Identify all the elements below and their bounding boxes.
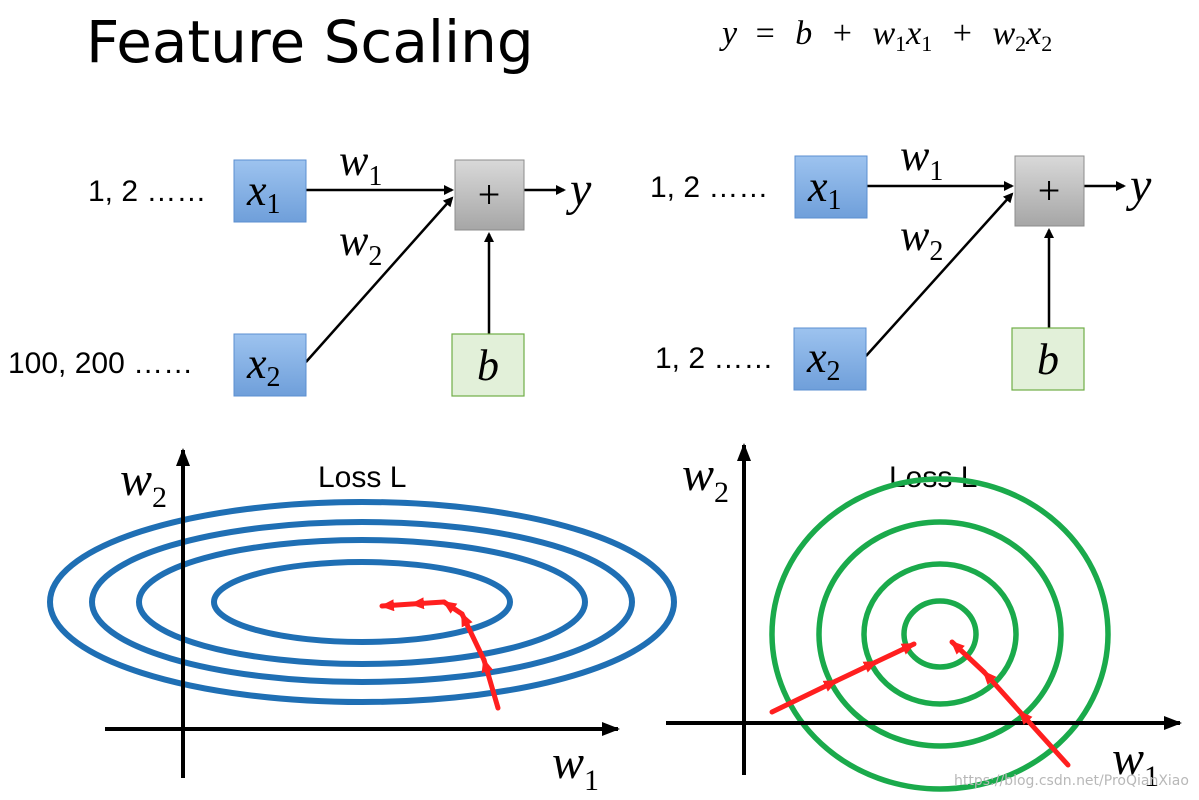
left-contour-ring [89,519,635,685]
right-network: 1, 2 …… 1, 2 …… x1 x2 + b w1 w2 y [650,131,1152,391]
formula-sub: 1 [895,31,906,56]
left-w2-label: w2 [339,216,382,272]
formula-plus-2: + [953,15,972,52]
right-path-segment [833,659,879,684]
formula-sub: 1 [921,31,932,56]
formula-w: w [872,15,895,52]
formula: y = b + w1x1 + w2x2 [719,15,1052,59]
right-x2-range-label: 1, 2 …… [655,342,773,375]
left-x2-symbol: x2 [246,339,281,393]
right-x2-box [793,327,867,391]
right-w1-axis-label: w1 [1112,732,1159,793]
right-path-segment [873,641,917,665]
right-contour-ring [816,519,1064,749]
left-loss-plot: Loss L w2 w1 [47,448,677,797]
left-plus-symbol: + [478,172,501,217]
left-x1-range-label: 1, 2 …… [88,175,206,208]
right-path-segment [1017,709,1071,768]
svg-text:y = b +: y = b + w1x1 + w2x2 [719,15,1052,59]
left-path-segment [379,599,415,612]
left-contour-ring [211,559,513,645]
left-w1-axis-label: w1 [552,736,599,797]
left-bias-box [451,333,525,397]
left-w2-axis-label: w2 [120,453,167,514]
page-title: Feature Scaling [86,8,534,76]
right-loss-plot: Loss L w2 w1 [666,443,1182,793]
left-loss-label: Loss L [318,461,406,494]
right-w1-label: w1 [900,131,943,187]
right-x1-range-label: 1, 2 …… [650,171,768,204]
left-w1-label: w1 [339,136,382,192]
left-path-segment [409,597,447,610]
formula-equals: = [756,15,775,52]
left-path-segment [481,657,501,711]
left-x2-box [233,333,307,397]
left-b-symbol: b [477,341,499,390]
right-x1-symbol: x1 [807,162,842,216]
right-path-segment [981,669,1023,715]
formula-plus-1: + [833,15,852,52]
left-descent-path [379,597,501,711]
left-path-segment [459,611,487,663]
right-y-output: y [1125,159,1152,212]
left-path-segment [441,599,465,617]
right-contour-ring [769,476,1111,792]
right-x1-box [794,155,868,219]
formula-w: w [992,15,1015,52]
formula-x: x [905,15,921,52]
left-network: 1, 2 …… 100, 200 …… x1 x2 + b w1 w2 y [8,136,592,397]
formula-sub: 2 [1041,31,1052,56]
right-plus-symbol: + [1038,168,1061,213]
left-contour-ring [136,537,588,667]
left-y-output: y [565,163,592,216]
right-b-symbol: b [1037,335,1059,384]
left-x2-range-label: 100, 200 …… [8,347,193,380]
right-w2-axis-label: w2 [682,448,729,509]
left-sum-box [454,159,525,231]
watermark: https://blog.csdn.net/ProQianXiao [954,773,1189,789]
right-contour-ring [901,598,979,670]
left-x1-box [233,159,307,223]
formula-b: b [795,15,812,52]
right-sum-box [1014,155,1085,227]
formula-x: x [1025,15,1041,52]
right-w2-label: w2 [900,211,943,267]
right-path-segment [949,639,987,675]
left-contour-ring [47,499,677,705]
left-x1-symbol: x1 [246,166,281,220]
right-w2-connection [865,192,1014,357]
right-bias-box [1011,327,1085,391]
right-descent-path-2 [949,639,1071,768]
formula-sub: 2 [1015,31,1026,56]
left-w2-connection [305,196,454,363]
right-descent-path-1 [769,641,917,715]
formula-y: y [719,15,738,52]
right-x2-symbol: x2 [806,333,841,387]
right-path-segment [769,678,839,715]
right-contour-ring [861,561,1019,707]
